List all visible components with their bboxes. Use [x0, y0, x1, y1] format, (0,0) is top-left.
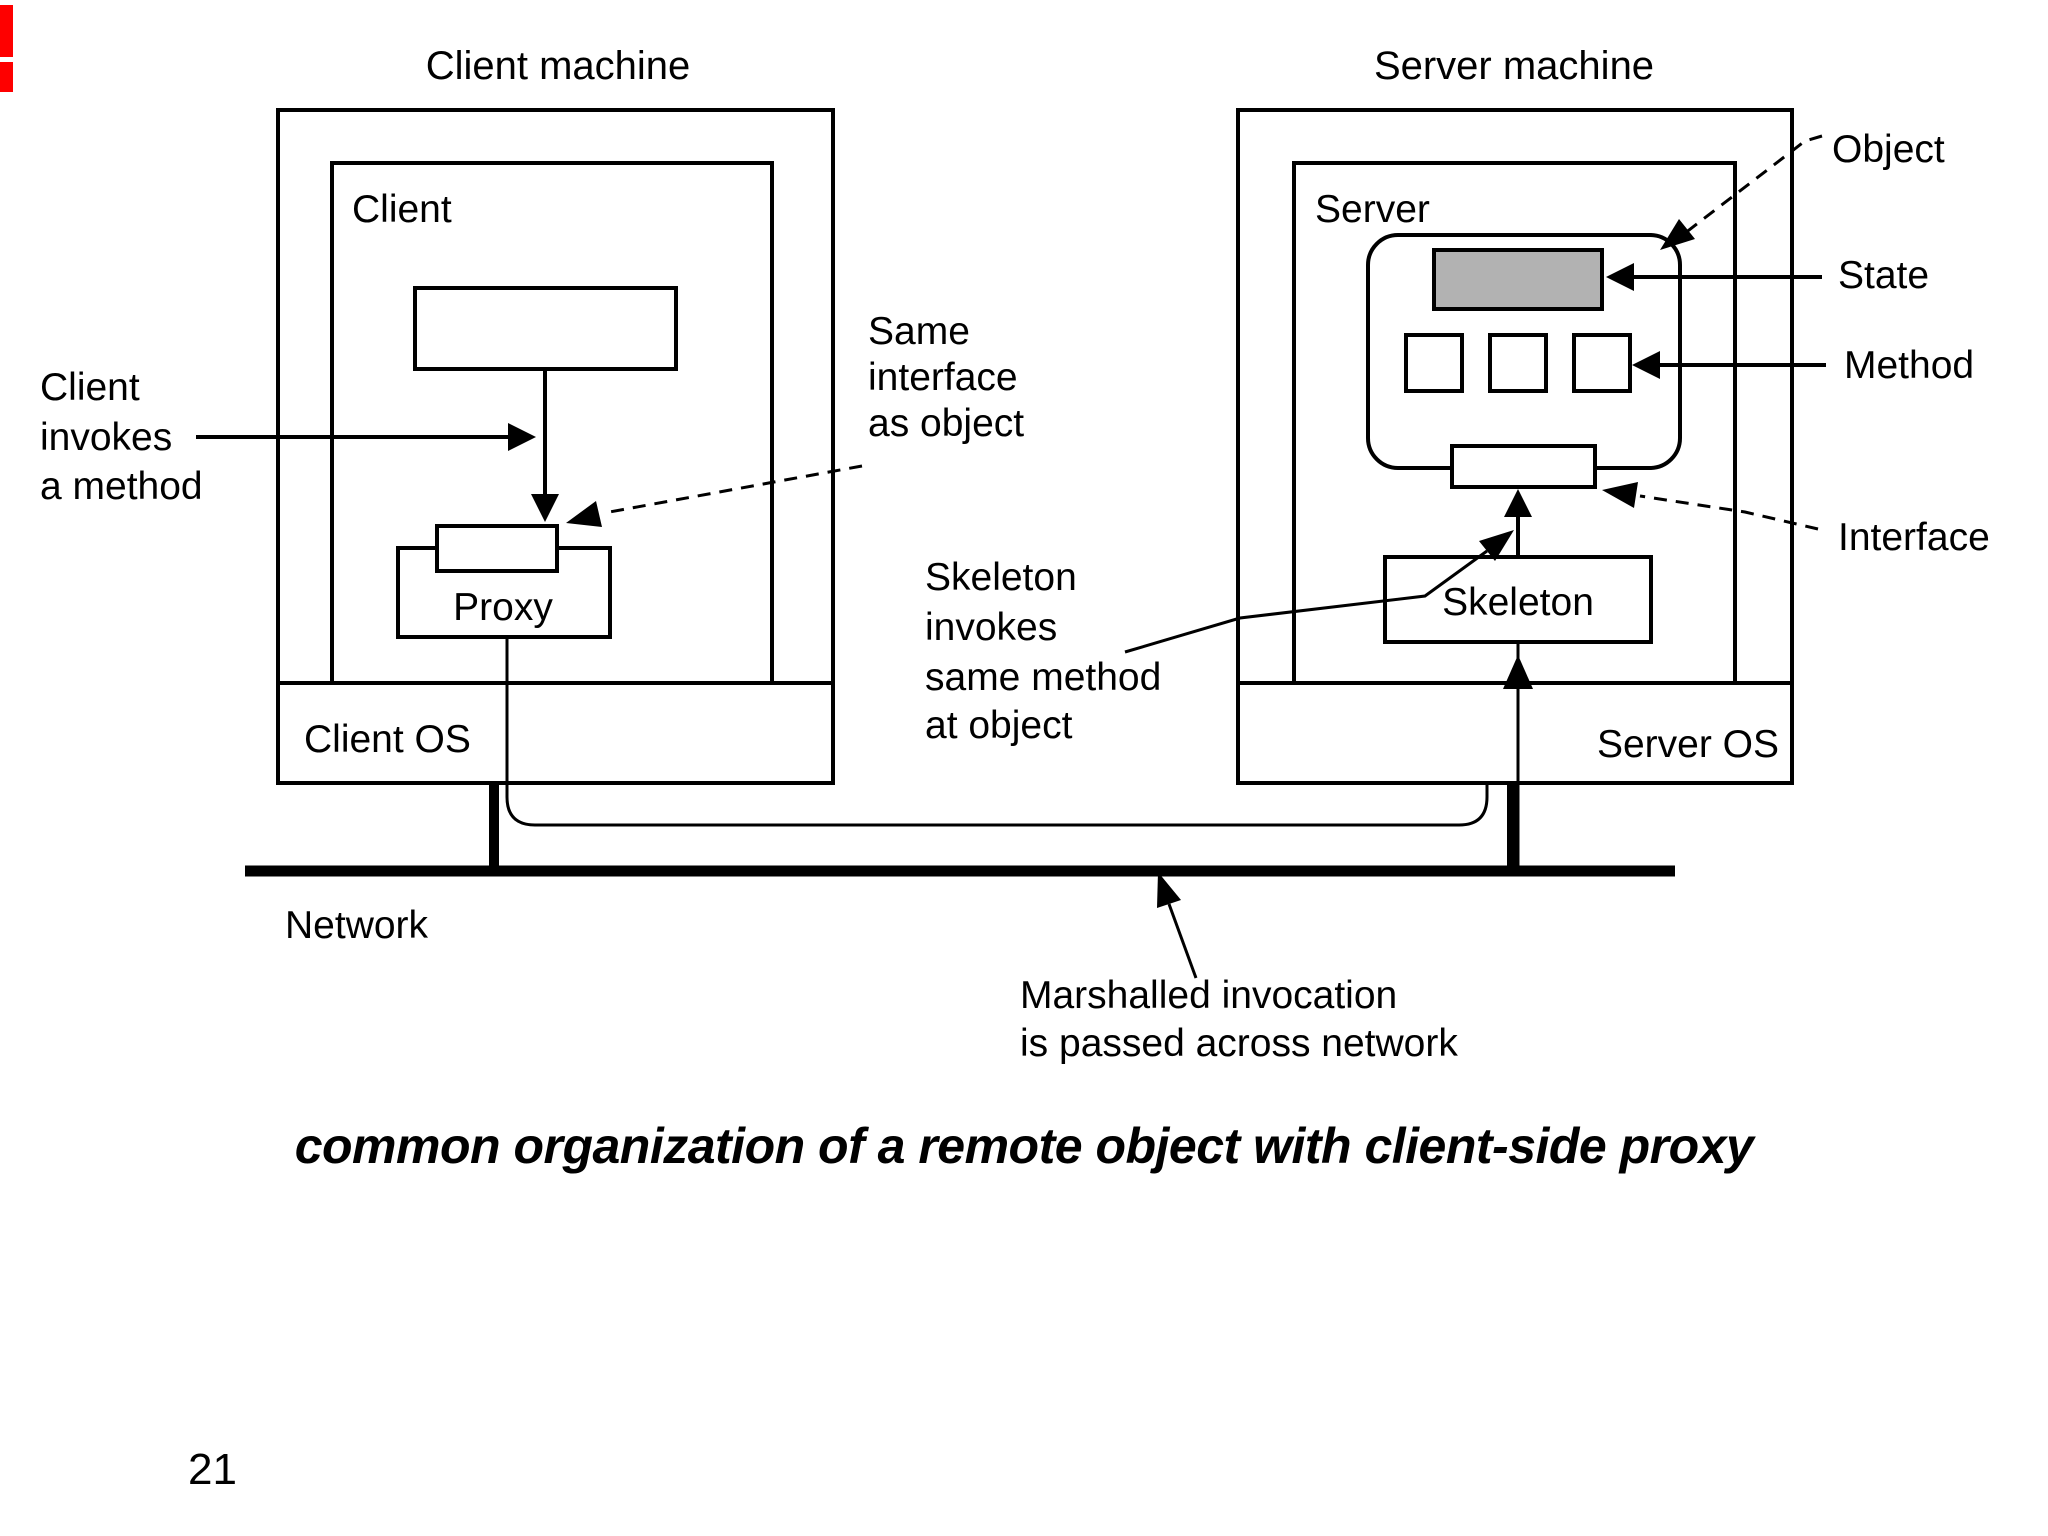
state-label: State: [1838, 254, 1929, 297]
skeleton-invokes-text-line4: at object: [925, 704, 1073, 747]
skeleton-invokes-text-line1: Skeleton: [925, 556, 1077, 599]
object-pointer-line: [1675, 134, 1823, 242]
client-app-box: [413, 286, 678, 371]
client-invoke-arrowhead-icon: [508, 423, 536, 451]
method-label: Method: [1844, 344, 1974, 387]
proxy-label: Proxy: [453, 586, 553, 629]
marshalled-text-line2: is passed across network: [1020, 1022, 1458, 1065]
client-interface-box: [435, 524, 559, 573]
client-machine-outer-box: [276, 108, 835, 785]
interface-label: Interface: [1838, 516, 1990, 559]
skeleton-up-arrowhead-icon: [1503, 655, 1533, 689]
server-machine-outer-box: [1236, 108, 1794, 785]
skeleton-label: Skeleton: [1442, 581, 1594, 624]
edge-accent-bar-bottom: [0, 62, 13, 92]
client-machine-title: Client machine: [426, 44, 691, 88]
interface-pointer-arrowhead-icon: [1602, 482, 1638, 508]
skeleton-invokes-arrow-line: [1124, 549, 1488, 654]
client-os-label: Client OS: [304, 718, 471, 761]
server-process-label: Server: [1315, 188, 1430, 231]
same-interface-arrowhead-icon: [566, 501, 602, 527]
client-invokes-text-line1: Client: [40, 366, 140, 409]
state-pointer-arrowhead-icon: [1606, 263, 1634, 291]
skeleton-interface-arrowhead-icon: [1504, 489, 1532, 517]
proxy-network-line: [505, 637, 1489, 827]
object-pointer-arrowhead-icon: [1660, 219, 1695, 250]
skeleton-invokes-text-line2: invokes: [925, 606, 1057, 649]
marshalled-arrowhead-icon: [1157, 872, 1181, 908]
skeleton-invokes-arrowhead-icon: [1479, 530, 1514, 561]
client-invokes-text-line2: invokes: [40, 416, 172, 459]
slide-caption: common organization of a remote object w…: [295, 1118, 1756, 1174]
same-interface-text-line3: as object: [868, 402, 1024, 445]
same-interface-text-line1: Same: [868, 310, 970, 353]
server-interface-box: [1450, 444, 1597, 489]
client-process-label: Client: [352, 188, 452, 231]
marshalled-arrow-line: [1167, 903, 1198, 979]
object-state-rect: [1432, 248, 1604, 311]
server-machine-title: Server machine: [1374, 44, 1654, 88]
client-app-arrowhead-icon: [531, 494, 559, 522]
object-method-square-3: [1572, 333, 1632, 393]
skeleton-invokes-text-line3: same method: [925, 656, 1161, 699]
client-invokes-text-line3: a method: [40, 465, 203, 508]
marshalled-text-line1: Marshalled invocation: [1020, 974, 1397, 1017]
object-label: Object: [1832, 128, 1945, 171]
edge-accent-bar-top: [0, 5, 13, 57]
network-label: Network: [285, 904, 429, 947]
page-number: 21: [188, 1445, 237, 1494]
interface-pointer-line: [1639, 494, 1819, 531]
object-method-square-1: [1404, 333, 1464, 393]
server-os-label: Server OS: [1597, 723, 1779, 766]
same-interface-text-line2: interface: [868, 356, 1018, 399]
object-method-square-2: [1488, 333, 1548, 393]
client-process-box: [330, 161, 774, 685]
method-pointer-arrowhead-icon: [1632, 351, 1660, 379]
